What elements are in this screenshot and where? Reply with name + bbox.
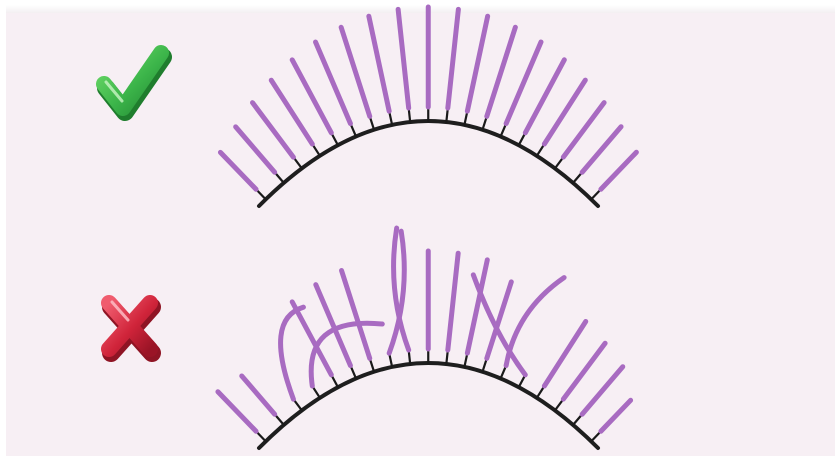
lash-strand	[342, 270, 370, 358]
lash-strand	[398, 9, 409, 108]
lash-strand	[448, 9, 459, 108]
lash-strand	[369, 16, 389, 111]
lash	[446, 9, 458, 122]
lash-strand	[601, 152, 637, 189]
lash-strand	[506, 278, 564, 366]
check-mark-icon	[104, 53, 163, 112]
lash	[369, 16, 392, 125]
correct-lash-fan	[220, 7, 636, 206]
lash-strand	[220, 152, 256, 189]
lash	[537, 80, 585, 156]
lash	[446, 253, 458, 364]
lash	[220, 152, 265, 199]
lash	[271, 80, 320, 156]
lash	[591, 152, 636, 199]
lash	[398, 9, 410, 122]
cross-mark-icon	[109, 302, 152, 353]
lash-strand	[253, 103, 294, 158]
lash-strand	[582, 367, 623, 415]
lash	[537, 321, 586, 397]
lash-strand	[487, 27, 516, 116]
lash-strand	[601, 400, 631, 431]
lash-strand	[563, 343, 605, 399]
lash-strand	[563, 103, 604, 158]
lash-strand	[236, 127, 275, 172]
incorrect-lash-fan	[218, 228, 631, 448]
lash-strand	[242, 376, 275, 414]
lash-strand	[218, 392, 256, 431]
lash-strand	[582, 127, 621, 173]
eyelid-line	[259, 121, 598, 206]
lash	[464, 16, 487, 125]
lash-strand	[341, 27, 370, 116]
lash	[281, 307, 304, 410]
lash	[591, 400, 630, 441]
lash	[242, 376, 284, 425]
lash-strand	[448, 253, 458, 350]
lash-strand	[467, 16, 487, 111]
